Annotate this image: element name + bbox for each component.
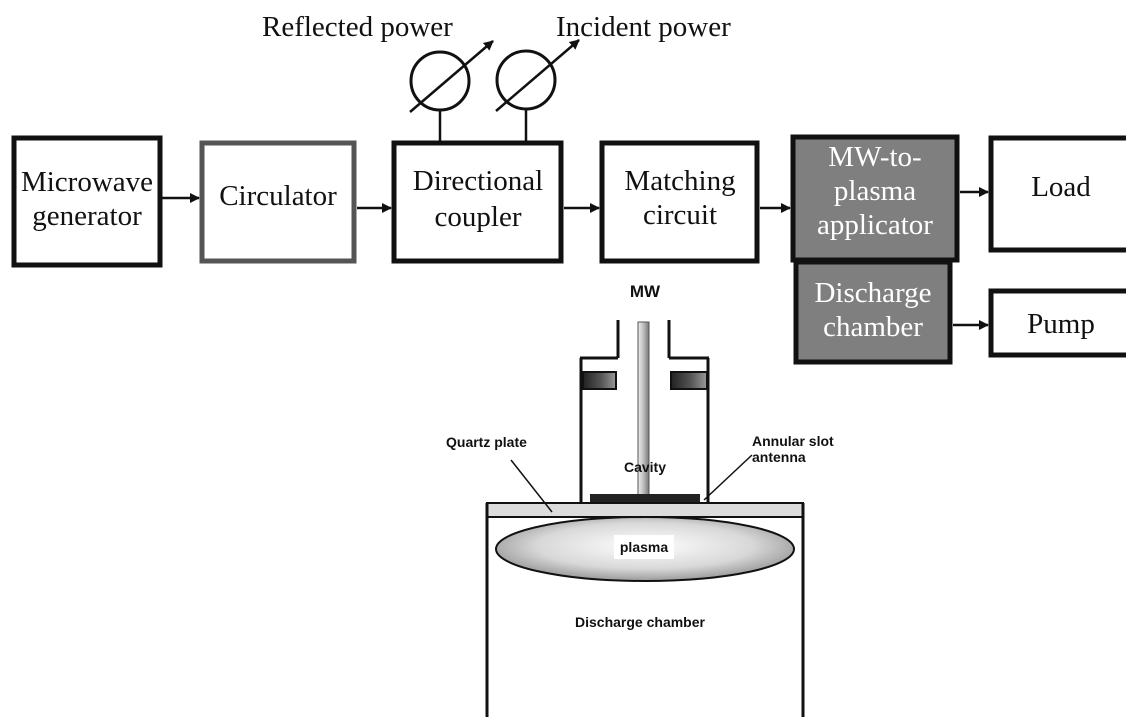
- annular-slot-leader: [703, 454, 753, 501]
- cavity-label: Cavity: [624, 459, 666, 475]
- annular-slot-antenna: [590, 494, 700, 503]
- circulator-block: Circulator: [199, 140, 357, 264]
- mw-label: MW: [630, 282, 661, 301]
- svg-text:Circulator: Circulator: [219, 180, 337, 212]
- microwave-generator-block: Microwave generator: [11, 135, 163, 268]
- quartz-plate-leader: [510, 459, 553, 513]
- incident-power-label: Incident power: [556, 11, 731, 43]
- svg-text:chamber: chamber: [823, 311, 923, 343]
- discharge-chamber-label: Discharge chamber: [575, 614, 705, 630]
- discharge-chamber-block: Discharge chamber: [793, 259, 953, 365]
- reflected-power-meter: Reflected power: [262, 11, 494, 143]
- load-block: Load: [988, 135, 1126, 253]
- cavity-ring-right: [670, 371, 708, 390]
- annular-slot-label-line1: Annular slot: [752, 433, 834, 449]
- pump-block: Pump: [988, 288, 1126, 358]
- svg-text:generator: generator: [32, 200, 142, 232]
- flow-arrows: [162, 187, 989, 330]
- meter-dial-icon: [409, 50, 471, 112]
- meter-needle-arrow: [409, 40, 494, 113]
- cross-section-schematic: MW plasma Cavity Quartz plate Annular sl…: [446, 282, 834, 717]
- plasma-label: plasma: [620, 539, 668, 555]
- directional-coupler-block: Directional coupler: [391, 140, 564, 264]
- svg-text:coupler: coupler: [435, 201, 522, 233]
- svg-text:Microwave: Microwave: [21, 166, 153, 198]
- svg-text:circuit: circuit: [643, 199, 717, 231]
- svg-text:applicator: applicator: [817, 209, 933, 241]
- quartz-plate-label: Quartz plate: [446, 434, 527, 450]
- annular-slot-label-line2: antenna: [752, 449, 806, 465]
- svg-text:Directional: Directional: [413, 165, 543, 197]
- quartz-plate: [486, 502, 804, 518]
- cavity-ring-left: [582, 371, 617, 390]
- svg-text:Discharge: Discharge: [814, 277, 931, 309]
- incident-power-meter: Incident power: [495, 11, 731, 143]
- meter-needle-arrow: [495, 39, 580, 112]
- meter-dial-icon: [495, 49, 557, 111]
- reflected-power-label: Reflected power: [262, 11, 453, 43]
- svg-text:Load: Load: [1031, 171, 1091, 203]
- applicator-block: MW-to- plasma applicator: [790, 134, 960, 263]
- svg-text:Pump: Pump: [1027, 308, 1095, 340]
- matching-circuit-block: Matching circuit: [599, 140, 760, 264]
- svg-text:Matching: Matching: [624, 165, 735, 197]
- svg-text:MW-to-: MW-to-: [828, 141, 921, 173]
- svg-text:plasma: plasma: [834, 175, 916, 207]
